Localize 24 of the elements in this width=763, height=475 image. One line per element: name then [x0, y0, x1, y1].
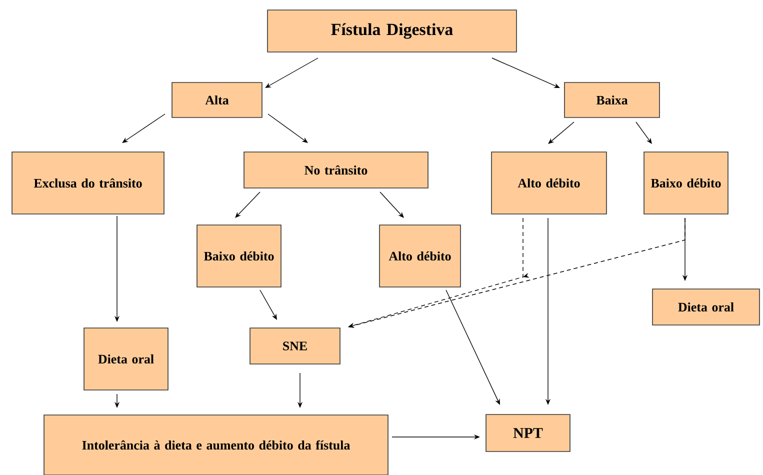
- process-box: Alta: [172, 82, 262, 118]
- arrow: [492, 58, 560, 88]
- arrow: [636, 122, 652, 144]
- arrow: [548, 122, 574, 144]
- process-box: NPT: [486, 414, 570, 452]
- arrow: [265, 58, 318, 88]
- process-box: SNE: [250, 328, 340, 364]
- process-box: Baixa: [564, 82, 660, 118]
- arrow: [268, 114, 308, 143]
- process-box: Baixo débito: [644, 152, 728, 214]
- arrow: [122, 114, 166, 143]
- process-box: Intolerância à dieta e aumento débito da fístula: [44, 414, 388, 475]
- arrow: [446, 290, 500, 405]
- process-box: No trânsito: [244, 152, 428, 188]
- process-box: Dieta oral: [652, 288, 760, 326]
- process-box: Dieta oral: [84, 328, 168, 390]
- arrow: [260, 290, 277, 320]
- arrow: [380, 192, 404, 218]
- arrow: [235, 192, 260, 218]
- process-box: Exclusa do trânsito: [12, 152, 164, 214]
- process-box: Baixo débito: [196, 224, 282, 288]
- process-box: Fístula Digestiva: [267, 10, 517, 52]
- process-box: Alto débito: [491, 152, 607, 214]
- process-box: Alto débito: [379, 224, 461, 288]
